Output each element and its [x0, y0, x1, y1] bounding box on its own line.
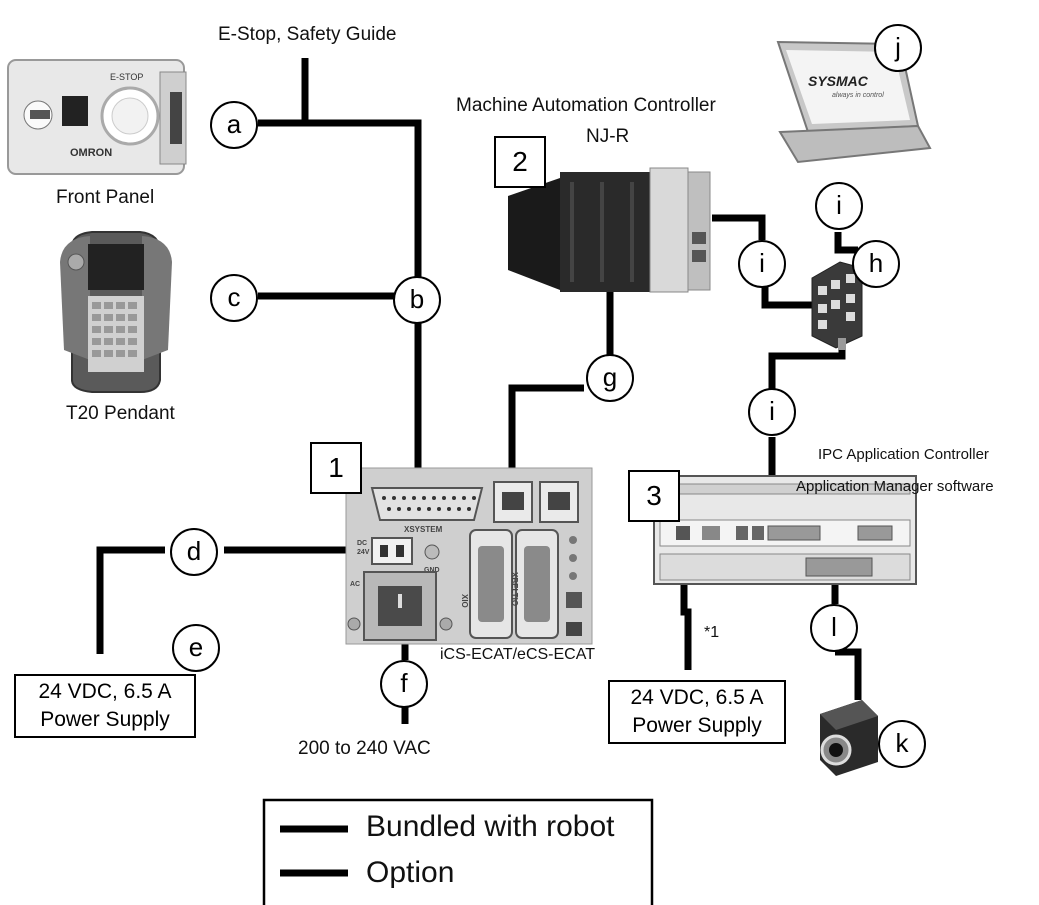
callout-h: h — [852, 240, 900, 288]
legend-option-label: Option — [366, 856, 455, 889]
front-panel-label: Front Panel — [56, 187, 155, 208]
callout-i-switch: i — [748, 388, 796, 436]
callout-i-top: i — [815, 182, 863, 230]
device-number-3: 3 — [628, 470, 680, 522]
ipc-title-line2: Application Manager software — [796, 478, 994, 495]
cable-switch-down — [768, 340, 846, 390]
power-supply-right-line2: Power Supply — [632, 714, 762, 737]
controller-model: NJ-R — [586, 126, 630, 147]
device-number-2: 2 — [494, 136, 546, 188]
callout-a: a — [210, 101, 258, 149]
callout-g: g — [586, 354, 634, 402]
estop-label: E-Stop, Safety Guide — [218, 24, 397, 45]
camera-device — [820, 700, 878, 776]
cables — [96, 58, 862, 724]
callout-j: j — [874, 24, 922, 72]
controller-title: Machine Automation Controller — [456, 95, 716, 116]
robot-controller-panel: XSYSTEM DC 24V GND AC XIO XBELTIO — [345, 467, 593, 645]
xbeltio-label: XBELTIO — [510, 572, 519, 606]
power-supply-left-line2: Power Supply — [40, 708, 170, 731]
ac-label: AC — [350, 581, 360, 588]
vac-label: 200 to 240 VAC — [298, 738, 431, 759]
cable-g — [508, 384, 584, 480]
dc-label: DC — [357, 540, 367, 547]
cable-i-ctrl — [712, 214, 766, 240]
dc-voltage-label: 24V — [357, 549, 370, 556]
callout-e: e — [172, 624, 220, 672]
callout-l: l — [810, 604, 858, 652]
front-panel-brand: OMRON — [70, 147, 112, 159]
legend-box — [262, 798, 654, 905]
laptop-tagline-text: always in control — [832, 92, 884, 99]
nj-controller-device — [508, 167, 711, 293]
ipc-device — [653, 475, 917, 585]
pendant-label: T20 Pendant — [66, 403, 175, 424]
laptop-device: SYSMAC always in control — [776, 40, 932, 164]
gnd-label: GND — [424, 567, 440, 574]
front-panel-device: OMRON E-STOP — [7, 59, 187, 175]
xsystem-label: XSYSTEM — [404, 525, 443, 534]
legend-bundled-label: Bundled with robot — [366, 810, 615, 843]
callout-i-controller: i — [738, 240, 786, 288]
callout-k: k — [878, 720, 926, 768]
cable-a — [258, 119, 422, 278]
note-label: *1 — [704, 624, 720, 641]
laptop-brand-text: SYSMAC — [808, 73, 869, 89]
ipc-title-line1: IPC Application Controller — [818, 446, 989, 463]
power-supply-box-left: 24 VDC, 6.5 A Power Supply — [14, 674, 196, 738]
front-panel-estop-text: E-STOP — [110, 72, 143, 82]
power-supply-box-right: 24 VDC, 6.5 A Power Supply — [608, 680, 786, 744]
xio-label: XIO — [460, 594, 469, 608]
legend-lines — [280, 825, 348, 877]
callout-c: c — [210, 274, 258, 322]
cs-model-label: iCS-ECAT/eCS-ECAT — [440, 646, 595, 663]
callout-d: d — [170, 528, 218, 576]
device-number-1: 1 — [310, 442, 362, 494]
cable-l — [835, 648, 862, 700]
power-supply-right-line1: 24 VDC, 6.5 A — [630, 686, 764, 709]
ethercat-switch-device — [811, 261, 863, 350]
callout-b: b — [393, 276, 441, 324]
power-supply-left-line1: 24 VDC, 6.5 A — [38, 680, 172, 703]
cable-d — [96, 546, 165, 654]
cable-i-sw — [761, 282, 812, 309]
pendant-device — [60, 231, 172, 393]
cable-i-top — [834, 232, 858, 254]
callout-f: f — [380, 660, 428, 708]
